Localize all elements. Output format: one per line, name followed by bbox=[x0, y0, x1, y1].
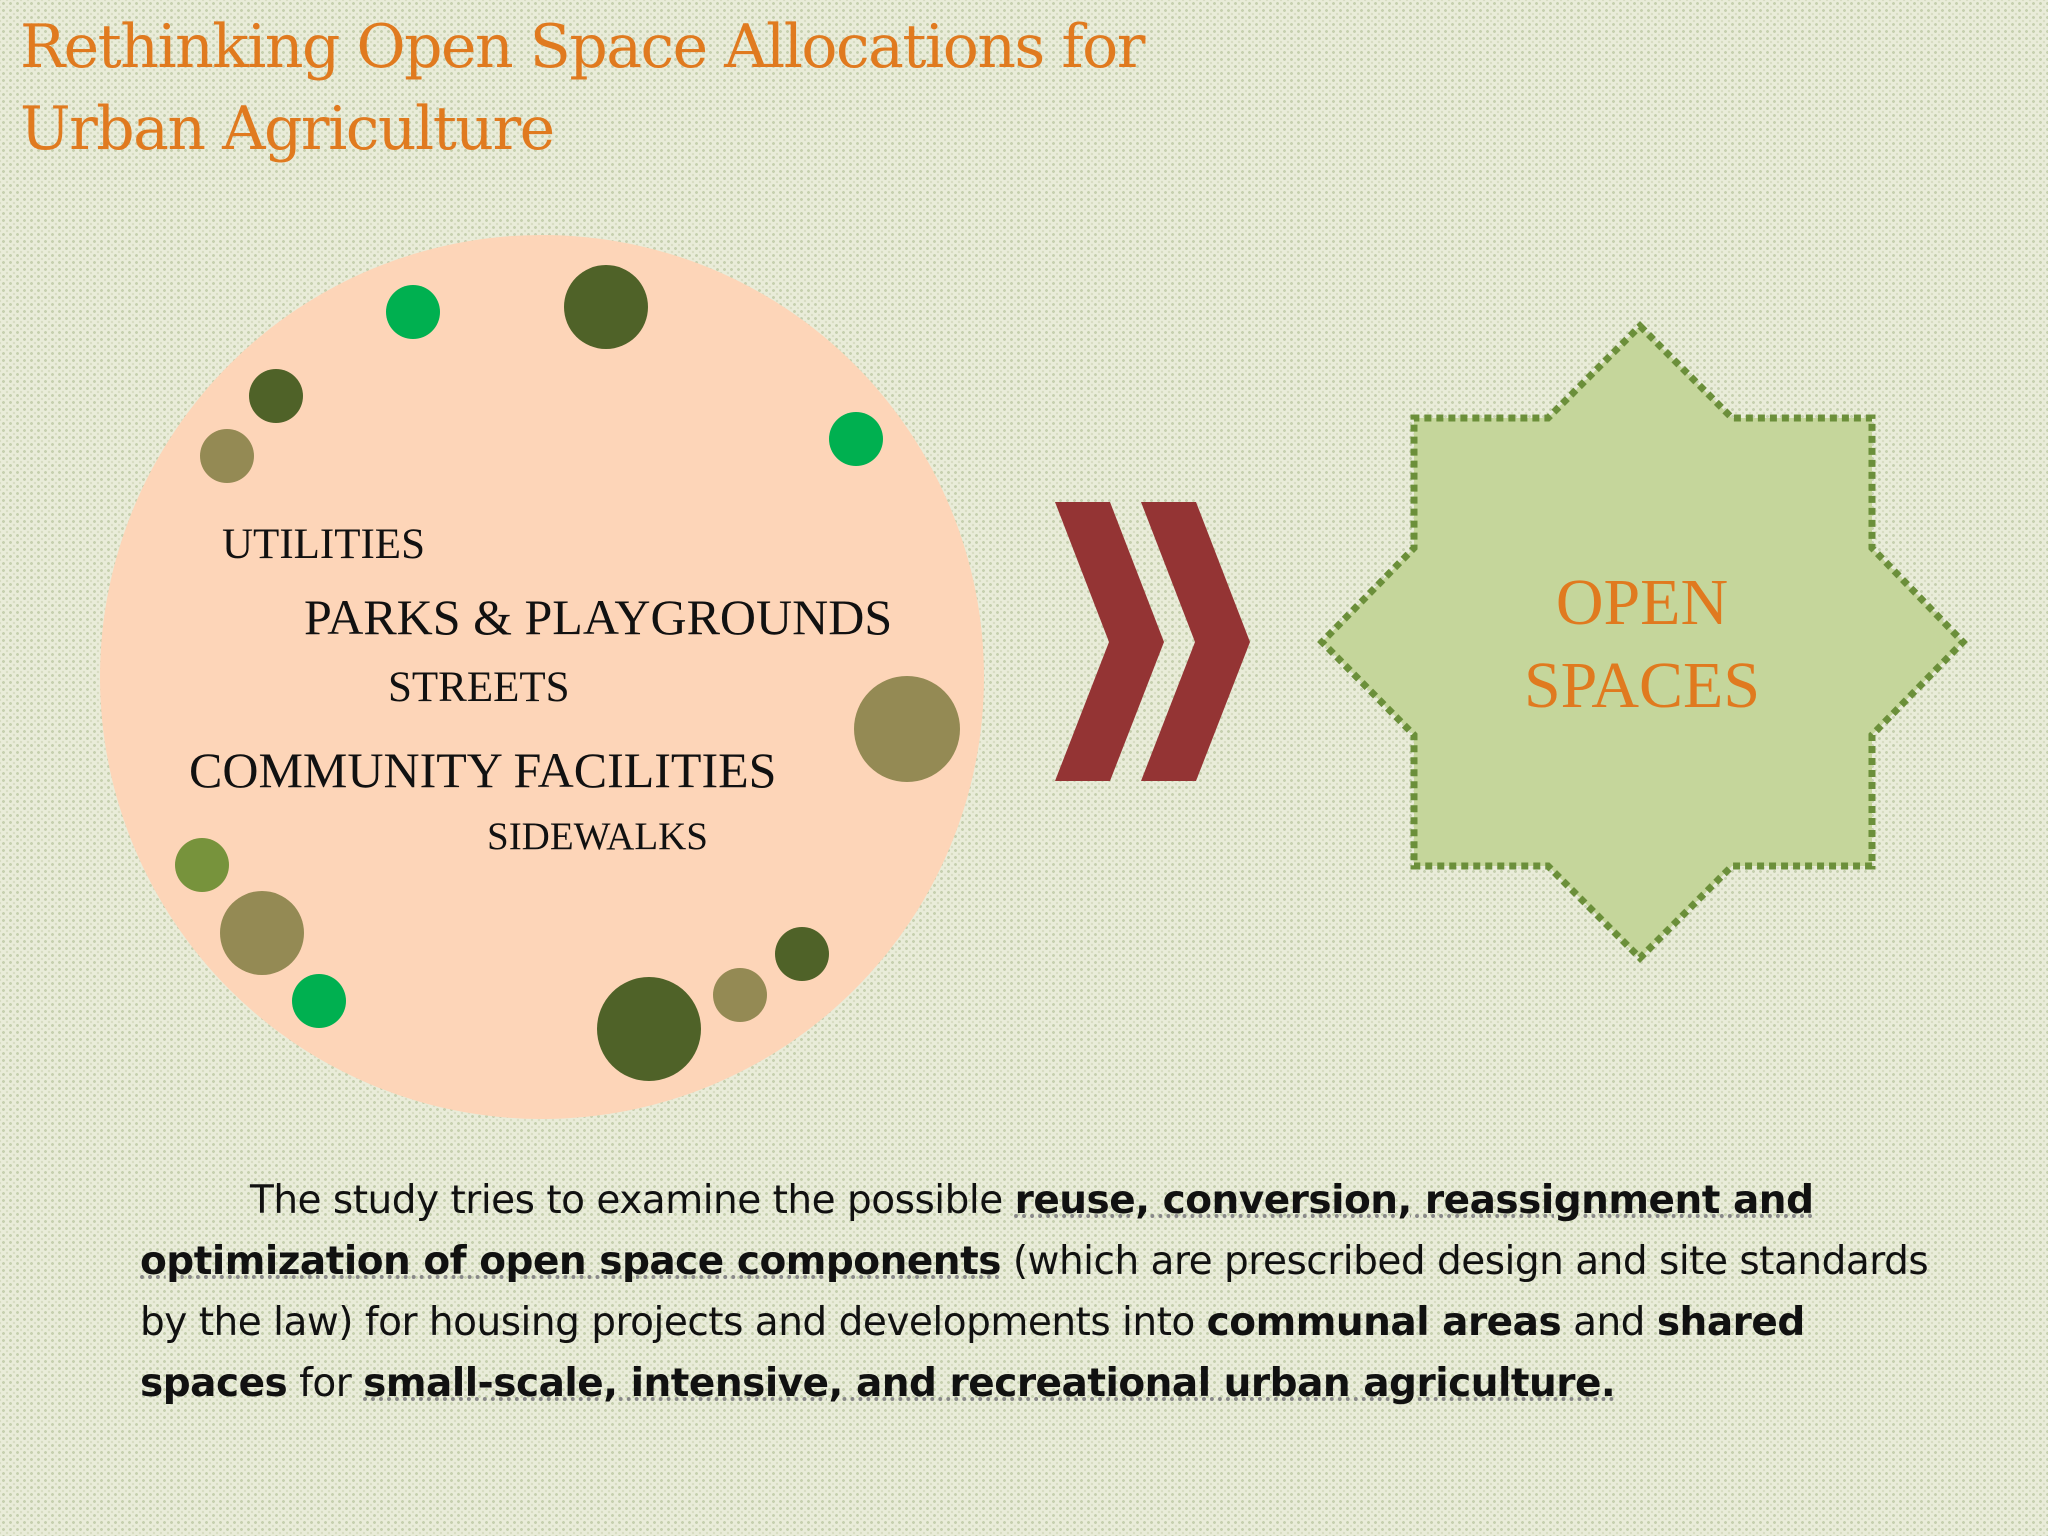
dot-bright-green bbox=[292, 974, 346, 1028]
dot-khaki bbox=[854, 676, 960, 782]
dot-dark-olive bbox=[775, 927, 829, 981]
open-spaces-star bbox=[1317, 321, 1968, 963]
dot-dark-olive bbox=[597, 977, 701, 1081]
text-segment: The study tries to examine the possible bbox=[250, 1178, 1015, 1223]
bold-phrase-urban-agriculture: small-scale, intensive, and recreational… bbox=[363, 1361, 1616, 1406]
bold-phrase-reuse-conversion: reuse, conversion, reassignment and opti… bbox=[140, 1178, 1814, 1284]
label-sidewalks: SIDEWALKS bbox=[487, 815, 708, 858]
dot-khaki bbox=[220, 891, 304, 975]
text-segment: for bbox=[287, 1361, 364, 1406]
components-circle bbox=[100, 235, 984, 1119]
label-community-facilities: COMMUNITY FACILITIES bbox=[189, 742, 776, 798]
label-parks-playgrounds: PARKS & PLAYGROUNDS bbox=[304, 589, 892, 645]
chevron-left bbox=[1055, 502, 1164, 781]
text-segment: and bbox=[1561, 1300, 1657, 1345]
star-label-spaces: SPACES bbox=[1524, 649, 1760, 722]
slide-title: Rethinking Open Space Allocations for Ur… bbox=[20, 12, 1145, 164]
text-segment: (which are prescribed design and site st… bbox=[140, 1239, 1929, 1345]
chevron-right bbox=[1141, 502, 1250, 781]
bold-phrase-communal-areas: communal areas bbox=[1206, 1300, 1562, 1345]
dot-khaki bbox=[713, 968, 767, 1022]
double-chevron-arrow bbox=[1055, 502, 1250, 781]
dot-bright-green bbox=[829, 412, 883, 466]
dot-olive-green bbox=[175, 838, 229, 892]
dot-bright-green bbox=[386, 285, 440, 339]
label-streets: STREETS bbox=[388, 664, 570, 711]
star-label-open: OPEN bbox=[1556, 566, 1728, 639]
dot-khaki bbox=[200, 429, 254, 483]
bold-phrase-shared-spaces: shared spaces bbox=[140, 1300, 1805, 1406]
dot-dark-olive bbox=[249, 369, 303, 423]
dot-dark-olive bbox=[564, 265, 648, 349]
description-paragraph: The study tries to examine the possible … bbox=[140, 1170, 1940, 1414]
label-utilities: UTILITIES bbox=[222, 521, 425, 568]
